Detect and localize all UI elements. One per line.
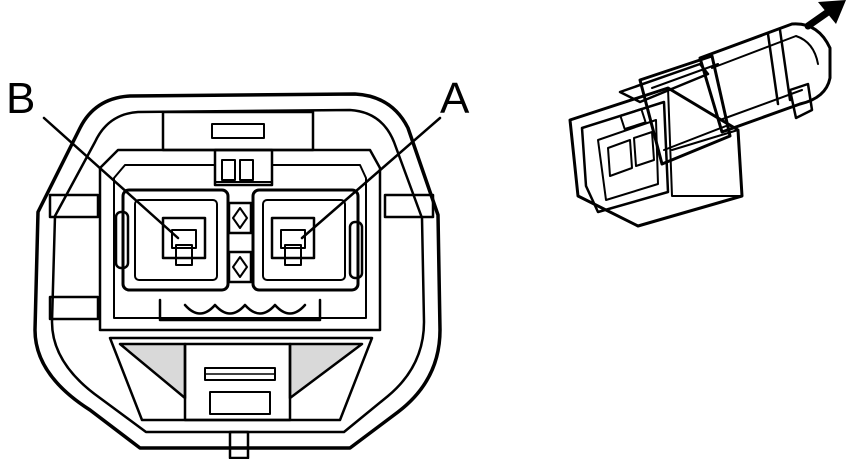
side-clip-right <box>348 220 364 280</box>
lock-window-lower-detail <box>232 256 248 278</box>
lever-hook <box>788 82 814 120</box>
terminal-a <box>270 216 316 260</box>
top-latch-slot <box>211 123 265 139</box>
rear-barrel <box>698 22 832 134</box>
cavity-b <box>121 188 230 292</box>
center-key <box>213 148 274 187</box>
key-slot-right <box>239 159 254 181</box>
side-clip-left <box>114 210 130 270</box>
terminal-b-pin <box>175 244 193 266</box>
direction-arrow-head <box>818 0 846 24</box>
cavity-b-inner <box>134 199 218 281</box>
lock-window-lower <box>227 250 253 284</box>
connector-isometric-view <box>568 0 846 228</box>
terminal-b-tab <box>171 229 197 249</box>
side-tab-right-upper <box>383 193 435 219</box>
latch-outline <box>108 336 374 422</box>
pin-a-label: A <box>440 74 470 123</box>
connector-face-view: B A <box>6 74 470 459</box>
cavity-a-inner <box>262 199 346 281</box>
front-shell-edges <box>577 87 743 227</box>
direction-arrow-shaft <box>804 8 832 30</box>
mid-body <box>638 54 732 166</box>
housing-inner-outline <box>50 108 426 434</box>
key-slot-left <box>221 159 236 181</box>
terminal-a-pin <box>284 244 302 266</box>
side-tab-left-lower <box>48 295 100 321</box>
latch-body <box>183 342 292 422</box>
latch-lower-slot <box>209 391 271 415</box>
front-opening-inner <box>597 119 659 201</box>
front-latch-window <box>619 107 647 131</box>
housing-outer-outline <box>33 92 442 450</box>
leader-line-b <box>42 116 180 240</box>
terminal-a-tab <box>280 229 306 249</box>
mid-body-lines <box>651 63 727 151</box>
rear-barrel-band <box>766 28 792 106</box>
terminal-b <box>161 216 207 260</box>
cavity-a <box>251 188 360 292</box>
bottom-notch <box>228 430 250 459</box>
lock-window-upper <box>227 201 253 235</box>
side-tab-left-upper <box>48 193 100 219</box>
pin-b-label: B <box>6 74 35 123</box>
front-opening <box>580 100 670 214</box>
top-latch <box>161 110 315 152</box>
lock-window-upper-detail <box>232 207 248 229</box>
cavity-frame-inner <box>113 164 367 319</box>
leader-line-a <box>300 116 442 240</box>
front-terminals <box>607 131 655 177</box>
bottom-ridge <box>158 298 322 322</box>
